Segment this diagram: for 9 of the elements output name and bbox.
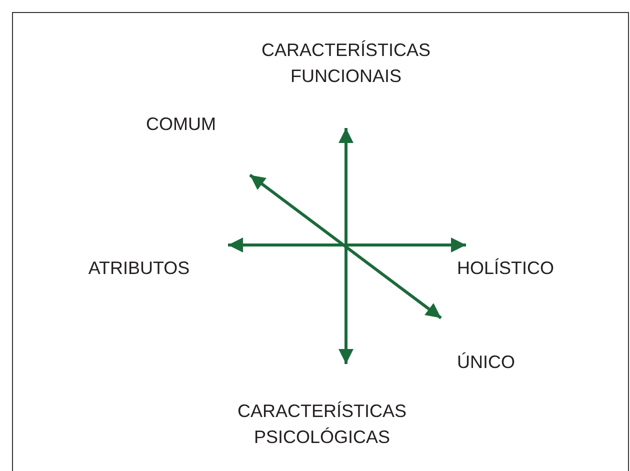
axis-label: COMUM (146, 113, 217, 136)
arrow (249, 174, 442, 320)
axis-label: ATRIBUTOS (87, 257, 191, 280)
arrow (338, 128, 354, 364)
arrow (228, 238, 466, 252)
axis-label: ÚNICO (457, 351, 516, 374)
axis-label: HOLÍSTICO (457, 257, 556, 280)
axis-label: CARACTERÍSTICAS FUNCIONAIS (260, 39, 432, 88)
axis-label: CARACTERÍSTICAS PSICOLÓGICAS (236, 400, 408, 449)
